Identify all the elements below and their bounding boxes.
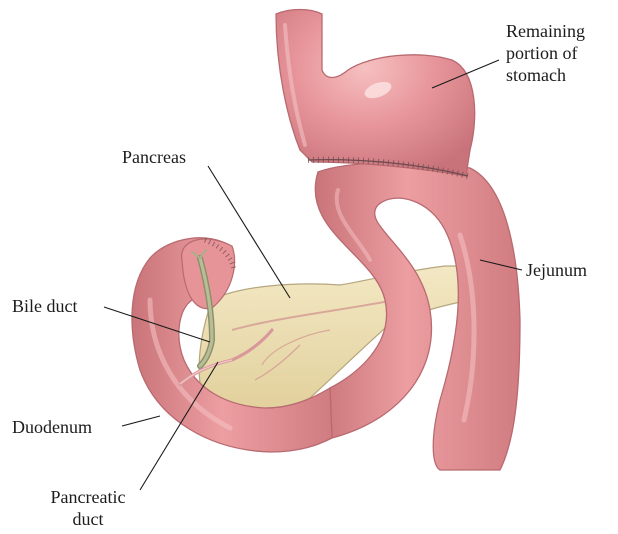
leader-duodenum xyxy=(122,416,160,426)
label-pancreatic-duct-line2: duct xyxy=(32,508,144,530)
remaining-stomach-organ xyxy=(276,10,475,177)
label-pancreas: Pancreas xyxy=(122,146,186,168)
label-remaining-stomach-line3: stomach xyxy=(506,64,585,86)
label-jejunum: Jejunum xyxy=(526,259,587,281)
label-remaining-stomach-line1: Remaining xyxy=(506,20,585,42)
label-pancreatic-duct: Pancreatic duct xyxy=(32,486,144,530)
label-pancreatic-duct-line1: Pancreatic xyxy=(32,486,144,508)
label-remaining-stomach: Remaining portion of stomach xyxy=(506,20,585,86)
label-bile-duct: Bile duct xyxy=(12,295,78,317)
label-duodenum: Duodenum xyxy=(12,416,92,438)
label-remaining-stomach-line2: portion of xyxy=(506,42,585,64)
